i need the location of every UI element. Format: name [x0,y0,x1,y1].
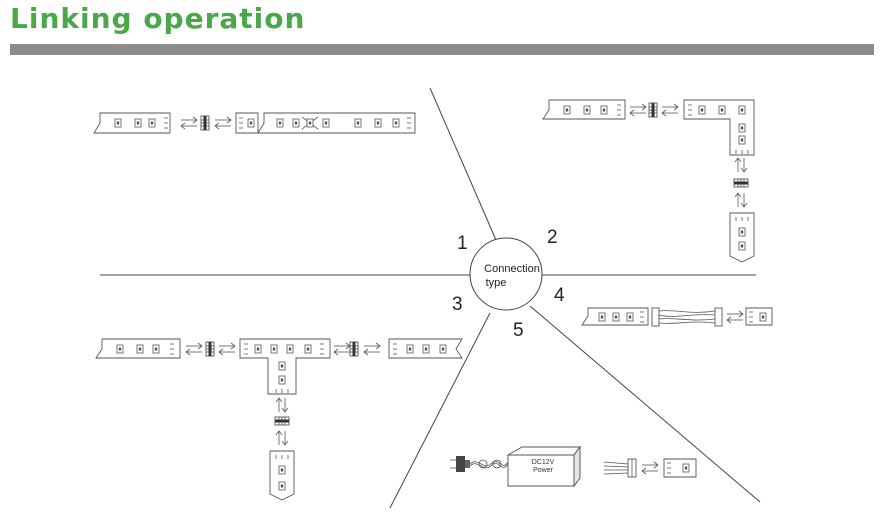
power-cord [469,459,509,469]
output-wires [603,458,637,478]
led-strip-segment [581,307,649,326]
section-number-3: 3 [452,294,463,315]
divider-line-lower-right [529,305,761,503]
power-supply-box [506,445,581,488]
divider-line-lower-left [389,312,491,509]
led-strip-segment [745,307,773,326]
title-bar [10,44,874,55]
double-arrow-vertical [734,192,748,208]
page-title: Linking operation [10,2,306,35]
double-arrow [641,461,659,475]
led-strip-segment [542,99,626,120]
extension-cable [651,307,723,327]
section-3-t-link [95,338,463,501]
connector-clip [733,178,749,188]
led-strip-segment [93,112,171,134]
connector-clip [349,341,359,357]
connector-clip [648,102,658,118]
connection-type-label-line2: type [486,277,507,289]
connection-type-circle [469,237,543,311]
section-number-2: 2 [547,227,558,248]
section-4-cable-link [581,307,773,327]
led-strip-segment [729,212,755,263]
led-strip-segment [388,338,463,359]
led-strip-segment [663,458,697,478]
led-strip-t-junction [239,338,331,395]
double-arrow-vertical [275,397,289,413]
section-number-1: 1 [457,233,468,254]
section-number-5: 5 [513,320,524,341]
section-5-power-link: DC12V Power [450,445,697,488]
power-plug-icon [450,456,470,472]
section-2-corner-link [542,99,755,263]
connection-type-label-line1: Connection [484,263,540,275]
double-arrow-vertical [734,157,748,173]
double-arrow [661,103,679,117]
divider-line-upper [429,87,497,241]
led-strip-segment [235,112,416,134]
double-arrow-vertical [275,430,289,446]
connector-clip [205,341,215,357]
led-strip-segment [95,338,181,359]
connector-clip [200,115,210,131]
double-arrow [333,342,351,356]
double-arrow [726,310,744,324]
power-supply-label-line2: Power [533,467,554,474]
section-number-4: 4 [554,285,565,306]
led-strip-segment [269,450,295,501]
led-strip-corner [683,99,755,156]
section-1-straight-link [93,112,416,134]
double-arrow [185,342,203,356]
connector-clip [274,416,290,426]
power-supply-label-line1: DC12V [532,459,555,466]
double-arrow [218,342,236,356]
double-arrow [180,116,198,130]
double-arrow [214,116,232,130]
double-arrow [629,103,647,117]
double-arrow [363,342,381,356]
